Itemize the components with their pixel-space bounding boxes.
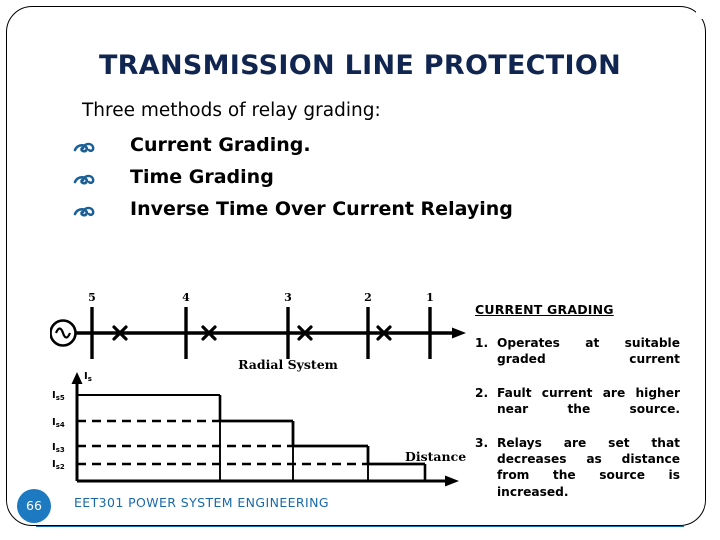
bus-label-3: 3 [284, 291, 292, 304]
list-item-text: Fault current are higher near the source… [497, 385, 680, 417]
bus-label-4: 4 [182, 291, 190, 304]
current-grading-figure: 5 4 3 2 1 Radial System Is Distanc [50, 285, 470, 500]
notes-list: 1. Operates at suitable graded current 2… [475, 335, 680, 516]
fault-cross-icon [376, 325, 392, 341]
list-item-number: 3. [475, 435, 489, 450]
x-axis-label: Distance [405, 449, 466, 464]
list-item: Time Grading [72, 166, 632, 198]
list-item: 2. Fault current are higher near the sou… [475, 385, 680, 434]
page-title: TRANSMISSION LINE PROTECTION [98, 50, 622, 81]
list-item-number: 2. [475, 385, 489, 400]
wingding-swirl-bullet-icon [72, 202, 98, 224]
y-tick-label-is5: Is5 [52, 390, 65, 402]
footer-course-label: EET301 POWER SYSTEM ENGINEERING [74, 495, 329, 510]
bullet-list: Current Grading. Time Grading Inverse Ti… [72, 134, 632, 230]
fault-cross-icon [201, 325, 217, 341]
slide-number-badge: 66 [17, 489, 51, 523]
footer-accent-line [36, 526, 684, 527]
list-item-label: Time Grading [130, 166, 274, 188]
ac-source-icon [50, 319, 77, 347]
bus-label-1: 1 [426, 291, 434, 304]
frame-gap-top-right [696, 5, 714, 19]
wingding-swirl-bullet-icon [72, 170, 98, 192]
y-tick-label-is2: Is2 [52, 459, 65, 471]
feeder-arrow-icon [452, 327, 466, 339]
x-axis-arrow-icon [445, 475, 459, 487]
notes-heading: CURRENT GRADING [475, 302, 614, 317]
y-axis-arrow-icon [71, 372, 83, 384]
figure-caption: Radial System [238, 357, 338, 372]
fault-cross-icon [112, 325, 128, 341]
intro-text: Three methods of relay grading: [82, 100, 381, 121]
list-item: Current Grading. [72, 134, 632, 166]
list-item: 3. Relays are set that decreases as dist… [475, 435, 680, 516]
bus-label-5: 5 [88, 291, 96, 304]
list-item-label: Current Grading. [130, 134, 311, 156]
list-item: 1. Operates at suitable graded current [475, 335, 680, 384]
figure-svg: 5 4 3 2 1 Radial System Is Distanc [50, 291, 466, 487]
list-item-text: Operates at suitable graded current [497, 336, 680, 367]
y-tick-label-is4: Is4 [52, 417, 65, 429]
reference-dashed-lines [77, 419, 368, 466]
wingding-swirl-bullet-icon [72, 138, 98, 160]
current-grading-notes: CURRENT GRADING 1. Operates at suitable … [475, 302, 680, 517]
bus-label-2: 2 [364, 291, 372, 304]
list-item-text: Relays are set that decreases as distanc… [497, 435, 680, 499]
y-tick-label-is3: Is3 [52, 442, 65, 454]
list-item: Inverse Time Over Current Relaying [72, 198, 632, 230]
y-axis-label: Is [84, 371, 92, 383]
grading-staircase [78, 394, 427, 481]
list-item-label: Inverse Time Over Current Relaying [130, 198, 513, 220]
fault-cross-icon [297, 325, 313, 341]
list-item-number: 1. [475, 336, 489, 350]
